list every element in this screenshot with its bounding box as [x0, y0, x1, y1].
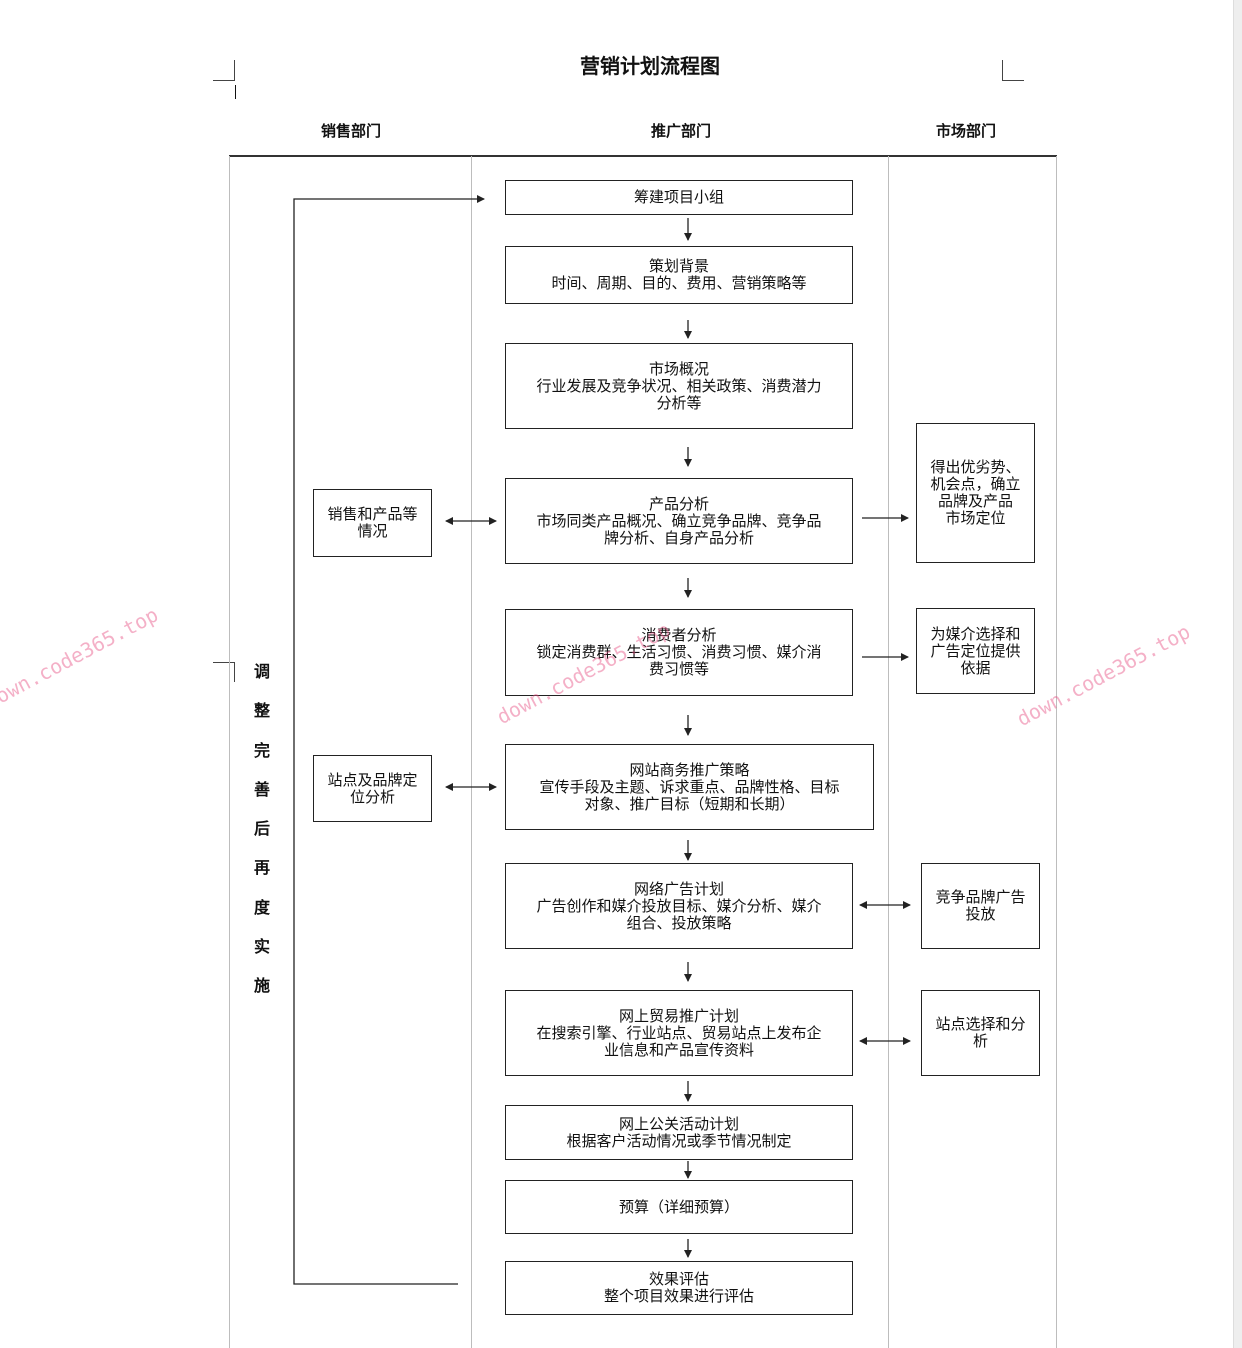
- lane-divider-1: [471, 156, 472, 1348]
- step-online-pr-plan: 网上公关活动计划根据客户活动情况或季节情况制定: [505, 1105, 853, 1160]
- crop-mark-tr-v: [1002, 60, 1003, 81]
- market-box-positioning: 得出优劣势、机会点，确立品牌及产品市场定位: [916, 423, 1035, 563]
- feedback-loop: [293, 195, 485, 1285]
- lane-divider-2: [888, 156, 889, 1348]
- step-online-ad-plan: 网络广告计划广告创作和媒介投放目标、媒介分析、媒介组合、投放策略: [505, 863, 853, 949]
- sales-box-site-brand-analysis: 站点及品牌定位分析: [313, 755, 432, 822]
- crop-mark-ml-v: [234, 662, 235, 682]
- lane-border-right: [1056, 156, 1057, 1348]
- lane-header-market: 市场部门: [935, 122, 996, 140]
- step-effect-evaluation: 效果评估整个项目效果进行评估: [505, 1261, 853, 1315]
- crop-mark-tl-v: [234, 60, 235, 81]
- crop-mark-tl-h: [213, 80, 235, 81]
- step-product-analysis: 产品分析市场同类产品概况、确立竞争品牌、竞争品牌分析、自身产品分析: [505, 478, 853, 564]
- crop-mark-ml-h: [213, 662, 235, 663]
- page-title: 营销计划流程图: [580, 54, 720, 78]
- market-box-media-basis: 为媒介选择和广告定位提供依据: [916, 608, 1035, 694]
- crop-mark-cursor: [235, 85, 236, 99]
- step-web-promotion-strategy: 网站商务推广策略宣传手段及主题、诉求重点、品牌性格、目标对象、推广目标（短期和长…: [505, 744, 874, 830]
- market-box-site-selection: 站点选择和分析: [921, 990, 1040, 1076]
- lane-header-sales: 销售部门: [320, 122, 381, 140]
- step-online-trade-plan: 网上贸易推广计划在搜索引擎、行业站点、贸易站点上发布企业信息和产品宣传资料: [505, 990, 853, 1076]
- step-setup-team: 筹建项目小组: [505, 180, 853, 215]
- market-box-competitor-ads: 竞争品牌广告投放: [921, 863, 1040, 949]
- sales-box-product-situation: 销售和产品等情况: [313, 489, 432, 557]
- crop-mark-tr-h: [1002, 80, 1024, 81]
- lane-border-left: [229, 156, 230, 1348]
- step-consumer-analysis: 消费者分析锁定消费群、生活习惯、消费习惯、媒介消费习惯等: [505, 609, 853, 696]
- step-budget: 预算（详细预算）: [505, 1180, 853, 1234]
- lane-header-promotion: 推广部门: [650, 122, 711, 140]
- step-market-overview: 市场概况行业发展及竞争状况、相关政策、消费潜力分析等: [505, 343, 853, 429]
- step-planning-background: 策划背景时间、周期、目的、费用、营销策略等: [505, 246, 853, 304]
- page-edge: [1233, 0, 1242, 1348]
- feedback-side-label: 调整完善后再度实施: [253, 662, 270, 996]
- lane-header-divider: [229, 155, 1057, 157]
